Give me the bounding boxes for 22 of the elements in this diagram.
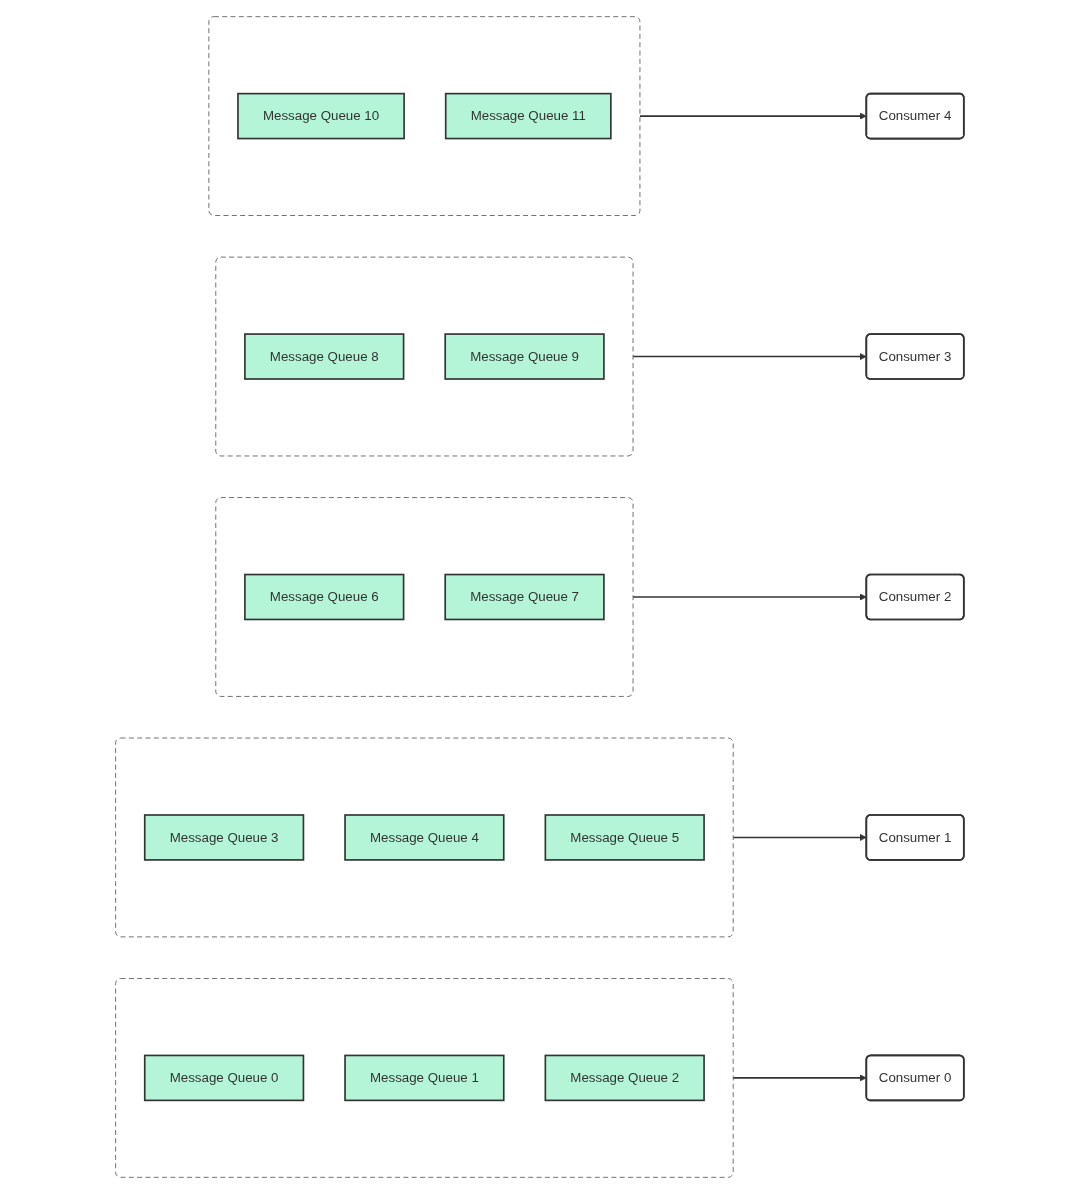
cluster [208,16,641,216]
node-box: Message Queue 10 [237,92,406,140]
arrow [639,112,867,120]
arrow [732,833,867,842]
node-box: Message Queue 6 [244,573,405,621]
node-box: Message Queue 4 [344,814,505,861]
cluster [115,978,734,1178]
cluster [115,737,734,938]
cluster [215,256,634,457]
arrow [632,352,867,361]
node-box: Message Queue 0 [144,1054,305,1102]
node-box: Message Queue 5 [544,814,706,861]
cluster [215,497,634,697]
node-box: Message Queue 9 [444,333,606,380]
arrow [732,1074,867,1082]
node-box: Message Queue 1 [344,1054,505,1102]
node-box: Message Queue 3 [144,814,305,861]
node-box: Message Queue 7 [444,573,606,621]
node-box: Message Queue 8 [244,333,405,380]
node-box: Message Queue 2 [544,1054,706,1102]
arrow [632,593,867,601]
node-box: Message Queue 11 [445,92,612,140]
